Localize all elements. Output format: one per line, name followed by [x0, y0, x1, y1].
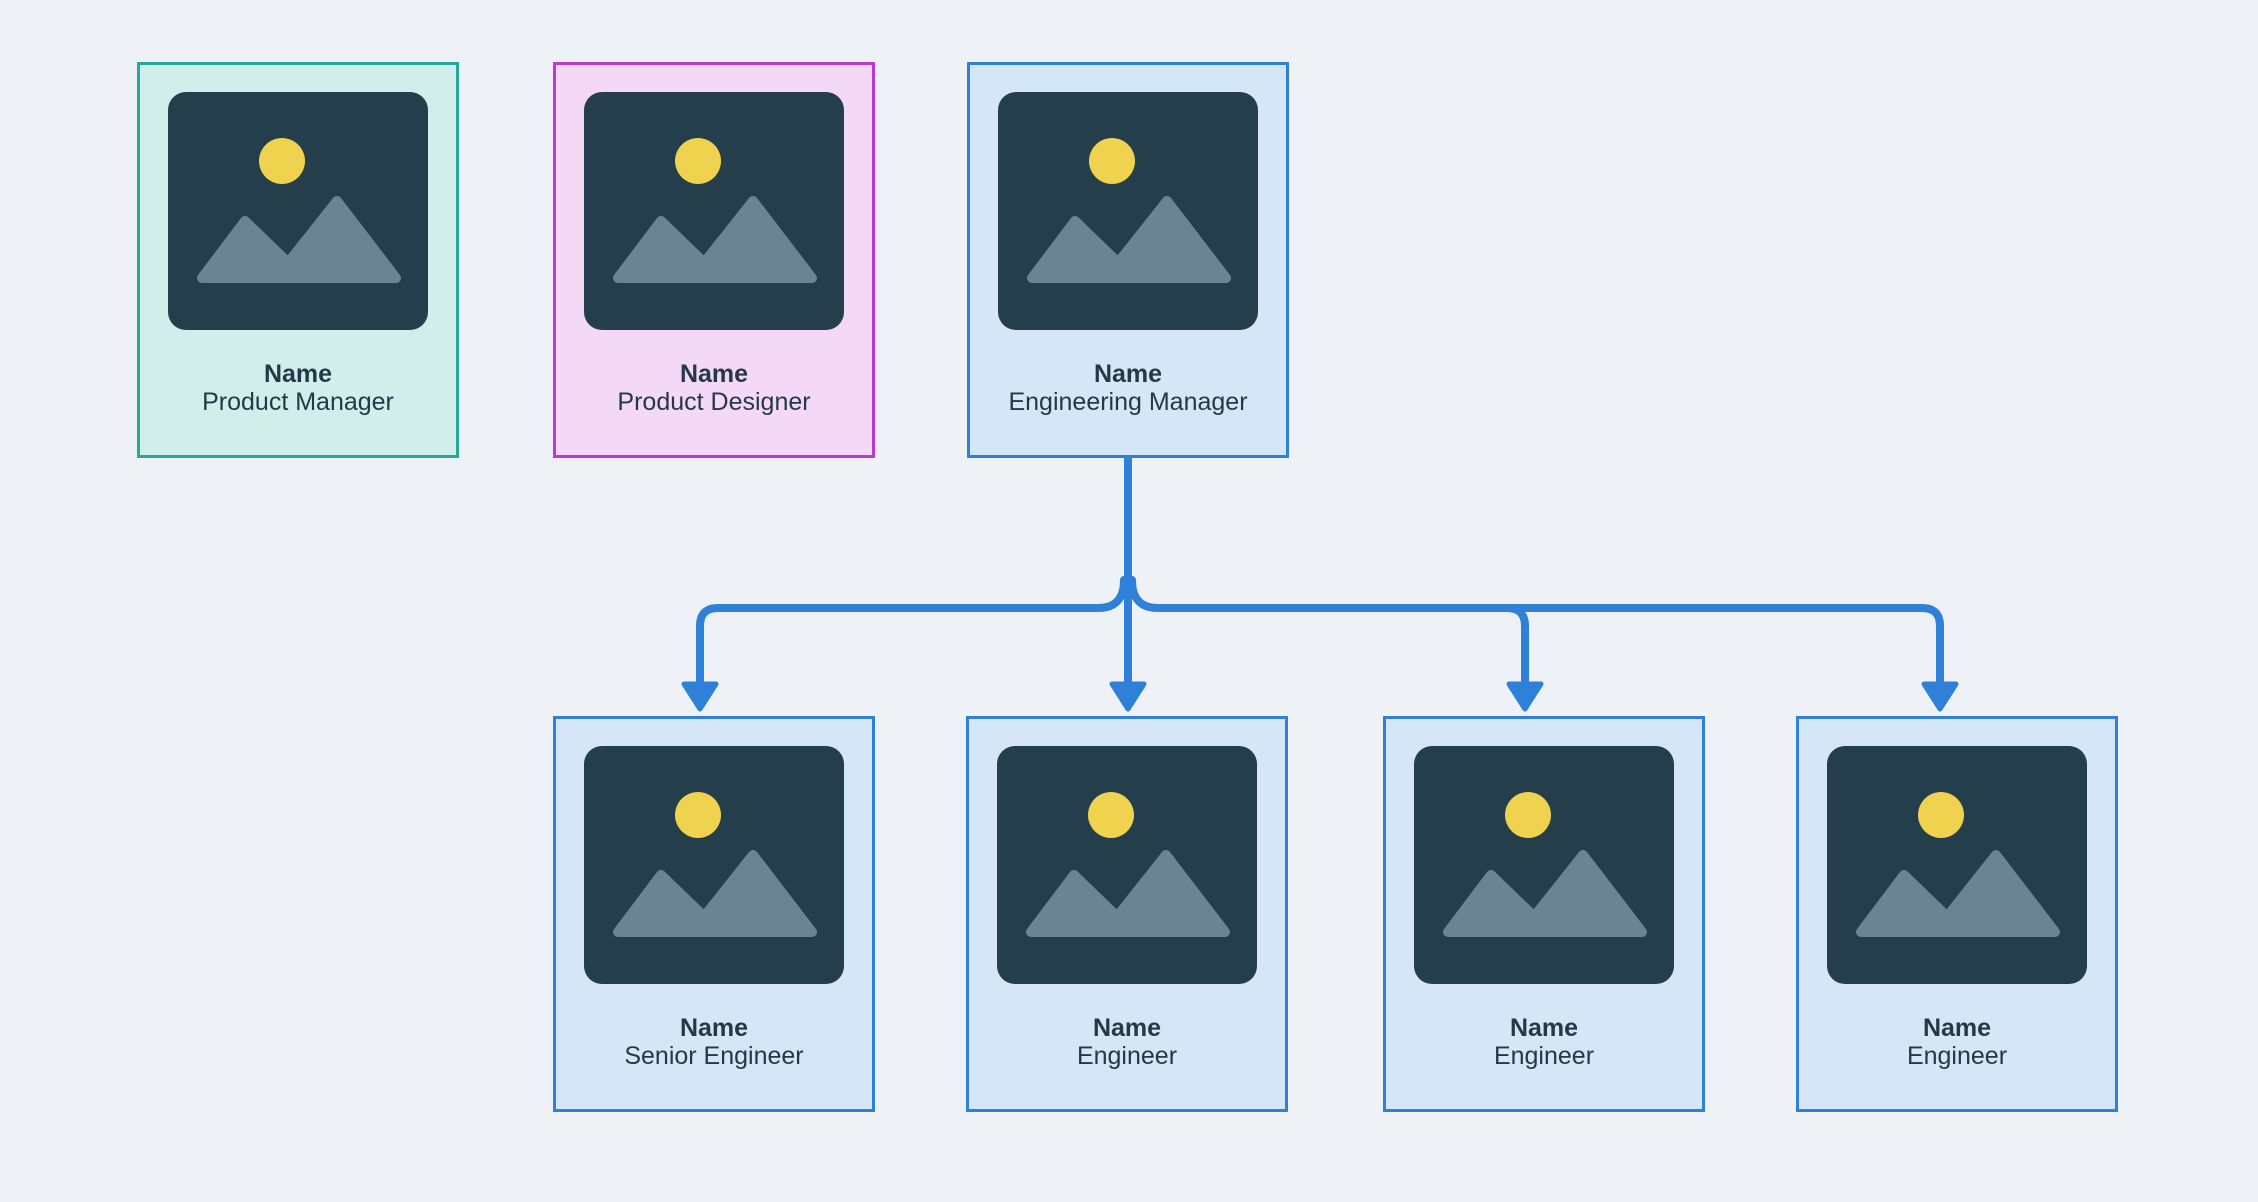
member-role: Engineering Manager	[1008, 388, 1248, 416]
org-card-engineer-3[interactable]: Name Engineer	[1796, 716, 2118, 1112]
photo-frame	[168, 92, 428, 330]
sun-icon	[1505, 792, 1551, 838]
mountains-icon	[1443, 850, 1647, 937]
member-name: Name	[1509, 1014, 1579, 1042]
photo-frame	[1827, 746, 2087, 984]
arrow-down-icon	[1921, 681, 1959, 712]
connector-branch-mid	[1476, 604, 1529, 688]
mountains-icon	[1026, 850, 1230, 937]
sun-icon	[1918, 792, 1964, 838]
card-label: Name Engineer	[1386, 1014, 1702, 1070]
photo-frame	[584, 746, 844, 984]
member-role: Product Designer	[617, 388, 811, 416]
photo-placeholder-icon	[1414, 746, 1674, 984]
mountains-icon	[613, 196, 817, 283]
photo-placeholder-icon	[1827, 746, 2087, 984]
sun-icon	[1088, 792, 1134, 838]
card-label: Name Senior Engineer	[556, 1014, 872, 1070]
photo-frame	[997, 746, 1257, 984]
arrow-down-icon	[1506, 681, 1544, 712]
org-card-engineering-manager[interactable]: Name Engineering Manager	[967, 62, 1289, 458]
photo-placeholder-icon	[168, 92, 428, 330]
connector-branch-right	[1128, 576, 1944, 688]
photo-placeholder-icon	[584, 746, 844, 984]
member-role: Senior Engineer	[624, 1042, 804, 1070]
card-label: Name Engineer	[1799, 1014, 2115, 1070]
card-label: Name Engineering Manager	[970, 360, 1286, 416]
org-card-engineer-1[interactable]: Name Engineer	[966, 716, 1288, 1112]
card-label: Name Product Manager	[140, 360, 456, 416]
sun-icon	[675, 138, 721, 184]
org-card-product-designer[interactable]: Name Product Designer	[553, 62, 875, 458]
member-role: Engineer	[1076, 1042, 1178, 1070]
member-role: Engineer	[1906, 1042, 2008, 1070]
mountains-icon	[1027, 196, 1231, 283]
sun-icon	[259, 138, 305, 184]
sun-icon	[675, 792, 721, 838]
member-name: Name	[263, 360, 333, 388]
card-label: Name Product Designer	[556, 360, 872, 416]
connector-branch-left	[696, 576, 1128, 688]
photo-placeholder-icon	[997, 746, 1257, 984]
member-name: Name	[1092, 1014, 1162, 1042]
member-name: Name	[1093, 360, 1163, 388]
member-name: Name	[679, 1014, 749, 1042]
photo-placeholder-icon	[584, 92, 844, 330]
member-name: Name	[679, 360, 749, 388]
org-card-product-manager[interactable]: Name Product Manager	[137, 62, 459, 458]
mountains-icon	[197, 196, 401, 283]
photo-frame	[584, 92, 844, 330]
member-name: Name	[1922, 1014, 1992, 1042]
arrow-down-icon	[1109, 681, 1147, 712]
org-card-engineer-2[interactable]: Name Engineer	[1383, 716, 1705, 1112]
photo-placeholder-icon	[998, 92, 1258, 330]
mountains-icon	[1856, 850, 2060, 937]
mountains-icon	[613, 850, 817, 937]
sun-icon	[1089, 138, 1135, 184]
photo-frame	[998, 92, 1258, 330]
card-label: Name Engineer	[969, 1014, 1285, 1070]
photo-frame	[1414, 746, 1674, 984]
org-card-senior-engineer[interactable]: Name Senior Engineer	[553, 716, 875, 1112]
member-role: Product Manager	[202, 388, 394, 416]
member-role: Engineer	[1493, 1042, 1595, 1070]
arrow-down-icon	[681, 681, 719, 712]
